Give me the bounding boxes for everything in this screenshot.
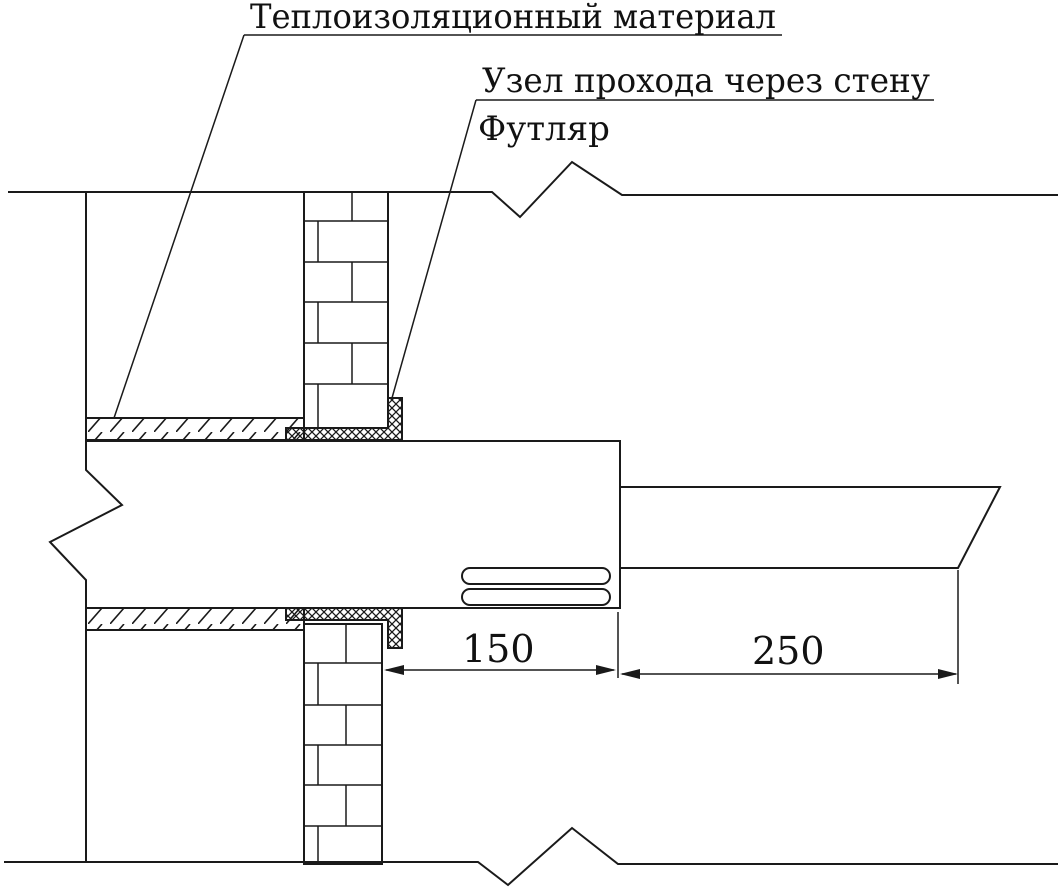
dimension-150-value: 150: [462, 627, 535, 671]
leader-insulation-diag: [113, 34, 245, 419]
slot-mark-lower: [461, 588, 611, 606]
main-pipe: [48, 440, 621, 609]
dimension-250-value: 250: [752, 629, 825, 673]
insulation-strip-top: [85, 417, 305, 441]
slot-mark-upper: [461, 567, 611, 585]
brick-wall-upper: [303, 191, 389, 429]
brick-wall-lower: [303, 623, 383, 865]
top-break-line: [8, 160, 1058, 219]
insulation-strip-bottom: [85, 607, 305, 631]
extension-pipe: [620, 486, 1002, 569]
leader-sleeve-diag: [391, 99, 477, 399]
dimension-150: [381, 612, 619, 678]
label-wall-pass-node: Узел прохода через стену: [482, 61, 930, 101]
label-insulation: Теплоизоляционный материал: [250, 0, 776, 37]
dimension-250: [620, 570, 959, 684]
label-sleeve: Футляр: [478, 109, 610, 149]
bottom-break-line: [4, 826, 1058, 887]
